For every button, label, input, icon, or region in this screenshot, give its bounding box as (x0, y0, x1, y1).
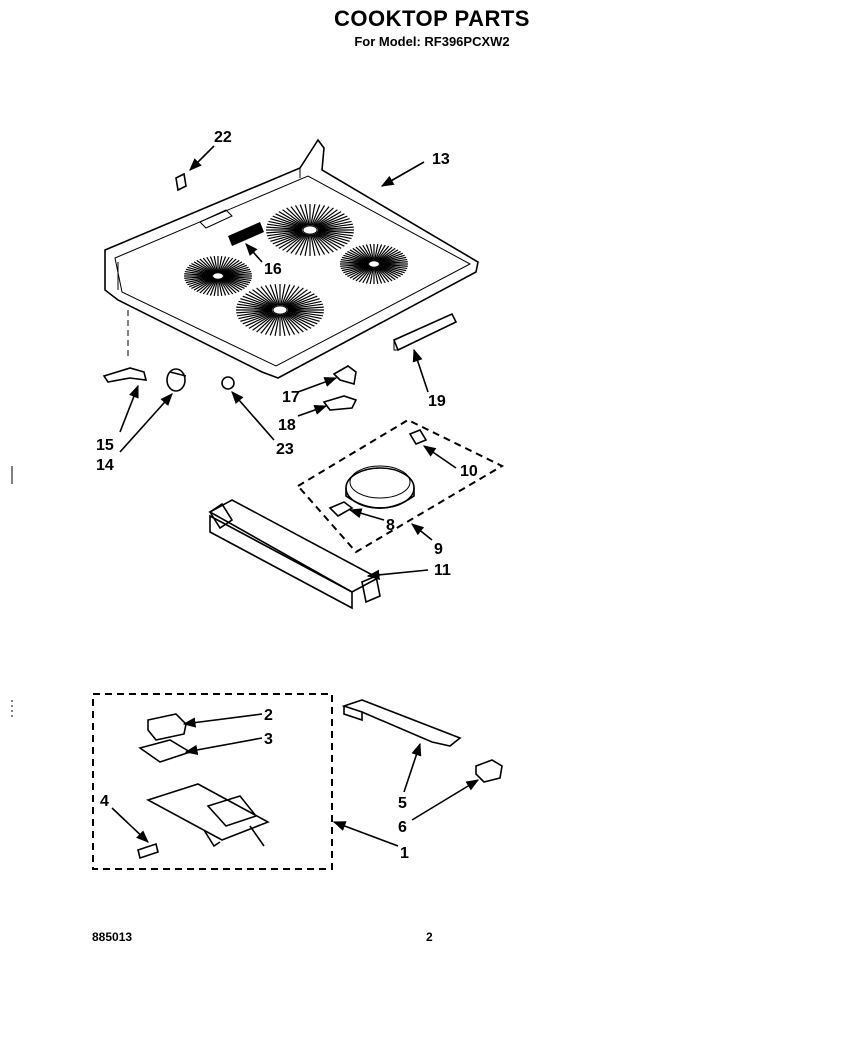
callout-8: 8 (386, 517, 395, 534)
callout-16: 16 (264, 261, 282, 278)
callout-2: 2 (264, 707, 273, 724)
callout-5: 5 (398, 795, 407, 812)
callout-22: 22 (214, 129, 232, 146)
bumper-part-14 (166, 368, 187, 392)
switch-part-2 (147, 713, 187, 741)
burner-right-back (266, 204, 354, 256)
insulator-part-3 (138, 739, 192, 763)
clip-part-22 (175, 172, 187, 192)
page-number: 2 (426, 930, 433, 944)
callout-15: 15 (96, 437, 114, 454)
cooktop-glass-part (104, 138, 479, 379)
knob-insert-part-4 (137, 842, 159, 860)
page-title: COOKTOP PARTS (334, 6, 530, 31)
bracket-part-5 (341, 699, 462, 747)
callout-3: 3 (264, 731, 273, 748)
callout-23: 23 (276, 441, 294, 458)
callout-10: 10 (460, 463, 478, 480)
element-assembly-outline (296, 418, 505, 554)
burner-left-back (184, 256, 252, 296)
leader-lines (111, 145, 480, 847)
control-label-part (228, 222, 264, 246)
callout-4: 4 (100, 793, 109, 810)
callout-14: 14 (96, 457, 114, 474)
callout-labels: 22 13 16 17 18 19 15 14 23 10 8 9 11 2 3… (96, 129, 478, 862)
screw-part-23 (221, 376, 235, 390)
control-housing-part (145, 783, 270, 848)
callout-9: 9 (434, 541, 443, 558)
knob-part-6 (475, 759, 503, 783)
callout-13: 13 (432, 151, 450, 168)
callout-17: 17 (282, 389, 300, 406)
support-bar-part-11 (208, 499, 381, 610)
burner-right-front (340, 244, 408, 284)
clip-part-18 (322, 395, 358, 411)
surface-element-part-8 (328, 465, 415, 517)
callout-18: 18 (278, 417, 296, 434)
callout-11: 11 (434, 562, 451, 579)
footer-code: 885013 (92, 930, 133, 944)
callout-6: 6 (398, 819, 407, 836)
callout-19: 19 (428, 393, 446, 410)
control-assembly-outline (92, 693, 333, 870)
clip-part-10 (408, 429, 428, 445)
trim-part-19 (392, 312, 458, 352)
callout-1: 1 (400, 845, 409, 862)
bracket-part-15 (102, 367, 148, 383)
model-subtitle: For Model: RF396PCXW2 (354, 34, 510, 49)
burner-left-front (236, 284, 324, 336)
bracket-part-17 (332, 365, 357, 386)
